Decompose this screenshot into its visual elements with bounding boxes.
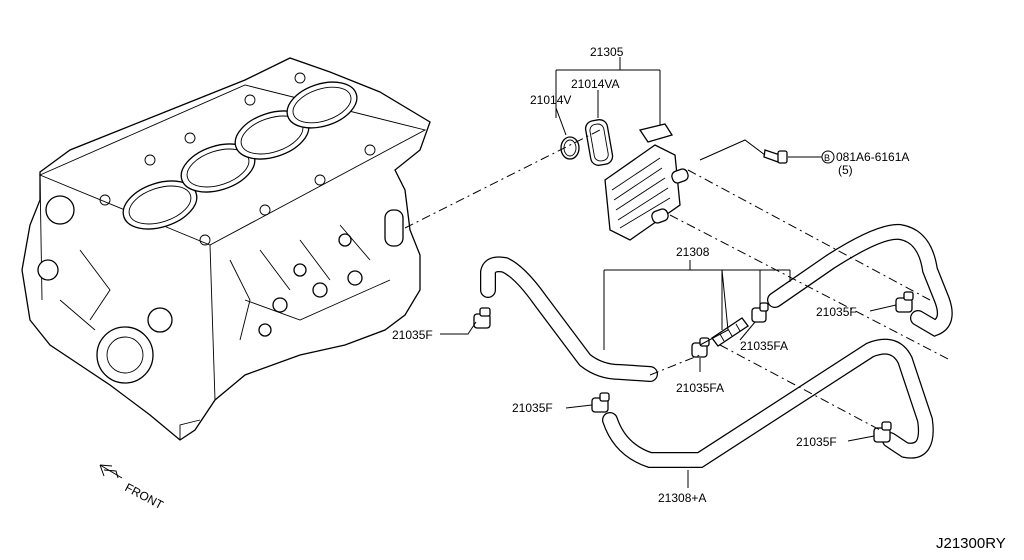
label-hose-a: 21308+A — [658, 491, 706, 505]
label-clamp-f-mid: 21035F — [512, 401, 553, 415]
gasket-oring — [560, 136, 580, 160]
bolt-marker: B — [824, 153, 830, 163]
engine-block — [21, 57, 431, 441]
label-bolt-qty: (5) — [838, 163, 853, 177]
diagram-ref: J21300RY — [936, 535, 1006, 552]
bolt-marker-circle — [821, 150, 835, 164]
label-gasket-a: 21014VA — [571, 77, 620, 91]
label-front: FRONT — [123, 480, 167, 512]
label-clamp-fa-lower: 21035FA — [676, 381, 724, 395]
label-clamp-f-left: 21035F — [392, 328, 433, 342]
front-arrow — [99, 464, 123, 479]
clamp-f-mid — [591, 392, 610, 413]
clamp-fa-lower — [691, 337, 710, 358]
label-bolt: 081A6-6161A — [836, 150, 909, 164]
hose-left — [480, 256, 658, 382]
label-clamp-f-right: 21035F — [816, 305, 857, 319]
clamp-f-left — [473, 307, 491, 329]
hose-right — [767, 223, 953, 337]
hose-lower — [602, 338, 934, 468]
gasket-square — [584, 119, 614, 166]
label-clamp-fa-right: 21035FA — [740, 339, 788, 353]
clamp-f-lower — [873, 421, 892, 443]
label-oil-cooler-assy: 21305 — [590, 45, 624, 59]
connector-pipe — [711, 317, 749, 347]
oil-cooler — [604, 123, 689, 241]
bolt — [763, 149, 788, 164]
leader-lines — [440, 57, 897, 488]
bolt-label: B 081A6-6161A (5) — [821, 150, 909, 177]
assembly-lines — [404, 129, 951, 431]
clamp-f-right — [895, 291, 914, 313]
label-clamp-f-lower: 21035F — [796, 435, 837, 449]
label-hose-set: 21308 — [676, 245, 710, 259]
clamp-fa-right — [751, 302, 769, 323]
label-gasket: 21014V — [530, 93, 571, 107]
